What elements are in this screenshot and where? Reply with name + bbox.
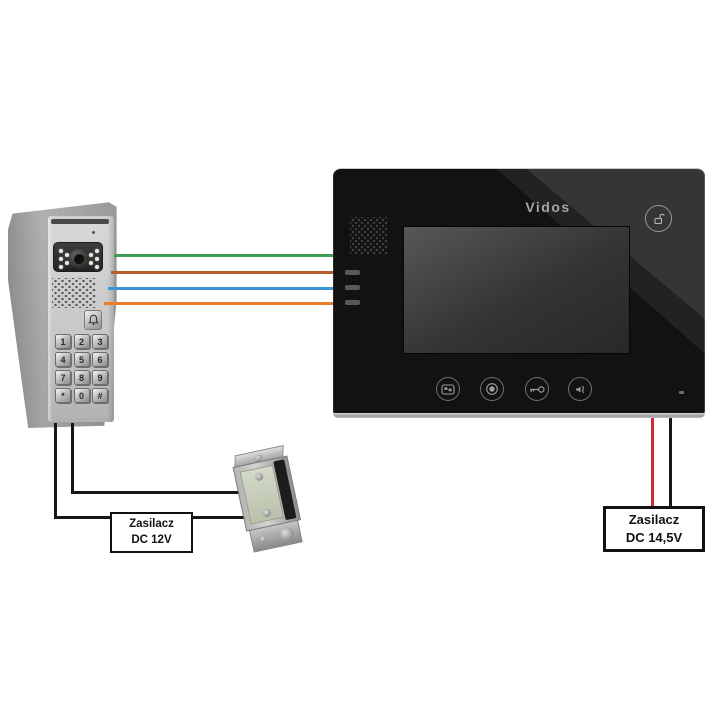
power-led	[679, 391, 684, 394]
power-supply-14v: Zasilacz DC 14,5V	[603, 506, 705, 552]
unlock-touch-button[interactable]	[645, 205, 672, 232]
psu-label-line1: Zasilacz	[129, 517, 174, 530]
monitor-power-wire-black	[669, 418, 672, 507]
camera-module	[53, 242, 103, 272]
panel-top-slot	[51, 219, 109, 224]
strike-barrel	[278, 525, 296, 543]
keypad-key-9[interactable]: 9	[92, 370, 108, 385]
ir-led-icon	[65, 261, 69, 265]
monitor-screen	[403, 226, 630, 354]
screw-icon	[262, 508, 272, 518]
ir-led-icon	[59, 257, 63, 261]
ir-led-icon	[89, 253, 93, 257]
wire-green	[114, 254, 333, 257]
keypad-key-star[interactable]: *	[55, 388, 71, 403]
indicator-slot	[345, 285, 360, 290]
ir-led-icon	[59, 265, 63, 269]
keypad-key-0[interactable]: 0	[73, 388, 90, 403]
psu-label-line1: Zasilacz	[628, 512, 680, 528]
indicator-slot	[345, 300, 360, 305]
strike-wire-vertical-right	[71, 423, 74, 494]
indicator-slot	[345, 270, 360, 275]
brand-logo: Vidos	[525, 199, 571, 215]
ir-led-icon	[59, 249, 63, 253]
keypad: 1 2 3 4 5 6 7 8 9 * 0 #	[55, 334, 108, 403]
keypad-key-5[interactable]: 5	[73, 352, 90, 367]
door-station-front-panel: 1 2 3 4 5 6 7 8 9 * 0 #	[48, 216, 114, 422]
power-supply-12v: Zasilacz DC 12V	[110, 512, 193, 553]
monitor-icon	[441, 383, 455, 395]
door-open-button[interactable]	[525, 377, 549, 401]
ir-led-icon	[65, 253, 69, 257]
microphone-hole-icon	[92, 231, 95, 234]
doorbell-button[interactable]	[84, 310, 102, 330]
electric-door-strike	[230, 444, 309, 554]
psu12-wire-left	[54, 516, 112, 519]
monitor-base-strip	[333, 413, 705, 418]
keypad-key-3[interactable]: 3	[92, 334, 108, 349]
camera-lens	[69, 249, 88, 268]
monitor-view-button[interactable]	[436, 377, 460, 401]
psu-label-line2: DC 14,5V	[625, 530, 683, 545]
unlock-icon	[653, 213, 665, 224]
talk-icon	[486, 383, 498, 395]
ir-led-icon	[95, 249, 99, 253]
keypad-key-4[interactable]: 4	[55, 352, 71, 367]
keypad-key-8[interactable]: 8	[73, 370, 90, 385]
speak-icon	[575, 385, 584, 393]
ir-led-icon	[89, 261, 93, 265]
keypad-key-hash[interactable]: #	[92, 388, 108, 403]
psu12-wire-right	[192, 516, 268, 519]
wire-blue	[108, 287, 333, 290]
key-icon	[530, 385, 545, 393]
monitor-speaker-grille-icon	[350, 217, 388, 255]
ir-led-icon	[95, 257, 99, 261]
monitor-power-wire-red	[651, 418, 654, 507]
wire-orange	[104, 302, 333, 305]
screw-icon	[259, 535, 267, 543]
bell-icon	[87, 314, 99, 326]
wire-red-brown	[111, 271, 333, 274]
keypad-key-7[interactable]: 7	[55, 370, 71, 385]
intercom-speak-button[interactable]	[568, 377, 592, 401]
talk-button[interactable]	[480, 377, 504, 401]
keypad-key-2[interactable]: 2	[73, 334, 90, 349]
keypad-key-1[interactable]: 1	[55, 334, 71, 349]
ir-led-icon	[95, 265, 99, 269]
strike-wire-horizontal-top	[71, 491, 249, 494]
keypad-key-6[interactable]: 6	[92, 352, 108, 367]
speaker-grille-icon	[52, 278, 96, 308]
indoor-monitor: Vidos	[333, 168, 705, 418]
screw-icon	[254, 472, 264, 482]
strike-wire-vertical-left	[54, 423, 57, 519]
door-station: 1 2 3 4 5 6 7 8 9 * 0 #	[8, 200, 120, 428]
psu-label-line2: DC 12V	[131, 533, 172, 546]
